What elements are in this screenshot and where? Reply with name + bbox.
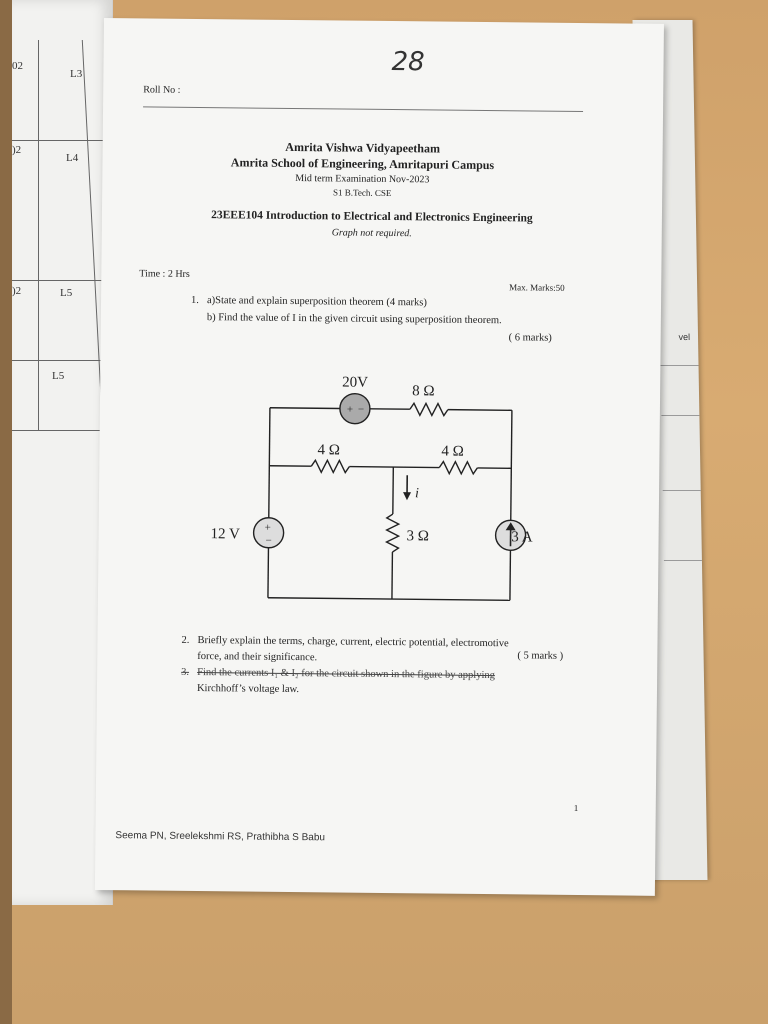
label-20v: 20V xyxy=(342,375,368,391)
voltage-source-20v: + − xyxy=(339,392,371,425)
left-level: L5 xyxy=(52,370,65,382)
question-1b: b) Find the value of I in the given circ… xyxy=(206,312,502,327)
exam-note: Graph not required. xyxy=(331,227,412,240)
question-2-line1: Briefly explain the terms, charge, curre… xyxy=(197,635,509,650)
program-name: S1 B.Tech. CSE xyxy=(332,187,392,199)
label-current-i: i xyxy=(415,486,419,501)
question-number: 2. xyxy=(181,634,190,646)
question-3-line2: Kirchhoff’s voltage law. xyxy=(196,683,300,696)
voltage-source-12v: + − xyxy=(252,517,285,549)
left-page: 02 L3 )2 L4 )2 L5 L5 xyxy=(12,0,113,905)
label-4-ohm-right: 4 Ω xyxy=(441,444,464,460)
label-3a: 3 A xyxy=(511,529,533,545)
label-3-ohm: 3 Ω xyxy=(407,528,430,544)
max-marks-label: Max. Marks:50 xyxy=(509,282,565,293)
svg-text:−: − xyxy=(265,535,271,547)
svg-text:+: + xyxy=(265,522,271,534)
question-2-marks: ( 5 marks ) xyxy=(517,650,564,662)
handwritten-page-number: 28 xyxy=(391,47,425,78)
desk-edge xyxy=(0,0,12,1024)
page-number: 1 xyxy=(573,802,579,814)
svg-text:+: + xyxy=(347,404,353,416)
left-level: L5 xyxy=(60,287,73,299)
authors-footer: Seema PN, Sreelekshmi RS, Prathibha S Ba… xyxy=(115,830,326,844)
school-name: Amrita School of Engineering, Amritapuri… xyxy=(230,155,495,173)
svg-text:−: − xyxy=(358,404,364,416)
current-source-3a xyxy=(494,519,527,551)
stack-tab-label: vel xyxy=(678,332,691,342)
question-1a: a)State and explain superposition theore… xyxy=(206,295,427,309)
left-code: 02 xyxy=(12,60,23,72)
roll-no-rule xyxy=(143,106,584,113)
roll-no-label: Roll No : xyxy=(143,84,181,96)
question-1b-marks: ( 6 marks) xyxy=(508,332,552,344)
left-level: L4 xyxy=(66,152,79,164)
label-12v: 12 V xyxy=(211,526,241,542)
question-number: 3. xyxy=(181,666,190,678)
question-3-line1: Find the currents I₁ & I₂ for the circui… xyxy=(197,667,495,682)
left-code: )2 xyxy=(12,285,22,297)
label-8-ohm: 8 Ω xyxy=(412,383,435,399)
exam-page: 28 Roll No : Amrita Vishwa Vidyapeetham … xyxy=(94,18,664,896)
left-code: )2 xyxy=(12,144,22,156)
left-level: L3 xyxy=(70,68,83,80)
current-arrow xyxy=(403,475,412,501)
circuit-diagram: + − + − 20V 8 Ω 4 Ω 4 Ω i 12 V 3 Ω 3 A xyxy=(211,375,533,601)
time-label: Time : 2 Hrs xyxy=(139,268,190,280)
question-2-line2: force, and their significance. xyxy=(197,651,318,664)
course-title: 23EEE104 Introduction to Electrical and … xyxy=(211,209,533,225)
exam-name: Mid term Examination Nov-2023 xyxy=(295,173,430,186)
label-4-ohm-left: 4 Ω xyxy=(317,442,340,458)
question-number: 1. xyxy=(190,294,199,307)
